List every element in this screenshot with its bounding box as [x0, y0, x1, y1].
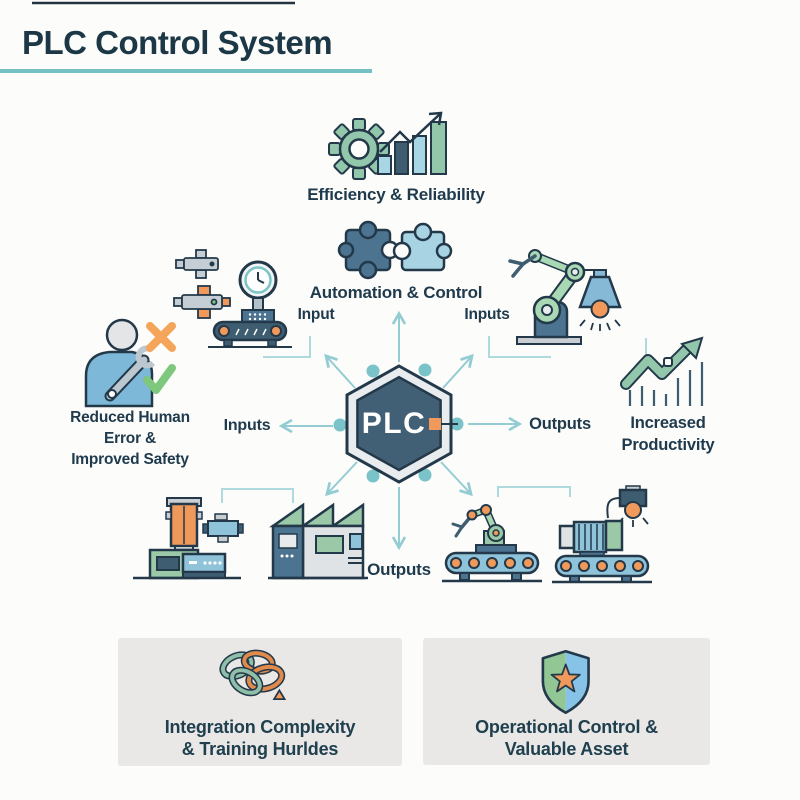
- lamp-icon: [578, 269, 622, 331]
- label-inputs-top-right: Inputs: [464, 306, 510, 323]
- hex-node-dots: [333, 363, 464, 483]
- label-reduced-human-error: Reduced Human Error & Improved Safety: [70, 409, 190, 468]
- worker-wrench-icon: [84, 318, 176, 408]
- arrow-up-left: [324, 353, 356, 389]
- cross-icon: [146, 322, 176, 352]
- scale-conveyor-icon: [208, 260, 292, 348]
- label-efficiency-reliability: Efficiency & Reliability: [307, 185, 485, 204]
- page-title: PLC Control System: [22, 24, 333, 61]
- factory-icon: [268, 502, 368, 580]
- benefit-line-2: Valuable Asset: [504, 739, 629, 759]
- challenge-callout-text: Integration Complexity & Training Hurlde…: [118, 716, 402, 760]
- arrow-up-right: [442, 353, 474, 389]
- label-outputs-bottom: Outputs: [367, 560, 431, 579]
- tangled-knot-icon: [219, 649, 287, 700]
- label-outputs-right: Outputs: [529, 415, 591, 433]
- arrow-down-right: [440, 461, 473, 497]
- challenge-callout-box: Integration Complexity & Training Hurlde…: [118, 638, 402, 766]
- arrow-down-left: [325, 461, 358, 497]
- worker-head: [105, 318, 139, 352]
- growth-arrow-icon: [620, 336, 704, 406]
- challenge-line-1: Integration Complexity: [164, 717, 356, 737]
- tank-machine-icon: [133, 497, 368, 580]
- bar-chart-icon: [377, 111, 447, 175]
- challenge-line-2: & Training Hurldes: [181, 739, 339, 759]
- benefit-callout-text: Operational Control & Valuable Asset: [423, 716, 710, 760]
- benefit-line-1: Operational Control &: [475, 717, 658, 737]
- check-icon: [143, 364, 176, 394]
- label-inputs-left: Inputs: [223, 417, 271, 434]
- label-automation-control: Automation & Control: [309, 283, 483, 302]
- label-increased-productivity: Increased Productivity: [621, 414, 715, 454]
- robot-arm-lamp-icon: [508, 249, 622, 345]
- motor-lamp-conveyor-icon: [552, 485, 652, 584]
- sensor-parts-icon: [173, 249, 231, 319]
- gear-icon: [328, 118, 390, 180]
- robot-conveyor-icon: [442, 504, 542, 583]
- label-input-top-left: Input: [297, 306, 335, 323]
- plc-hexagon: [345, 364, 458, 484]
- plc-core-label: PLC: [361, 407, 427, 440]
- puzzle-icon: [337, 220, 453, 280]
- title-underline: [0, 69, 372, 73]
- shield-star-icon: [541, 649, 590, 715]
- benefit-callout-box: Operational Control & Valuable Asset: [423, 638, 710, 765]
- plc-indicator-square: [429, 418, 441, 430]
